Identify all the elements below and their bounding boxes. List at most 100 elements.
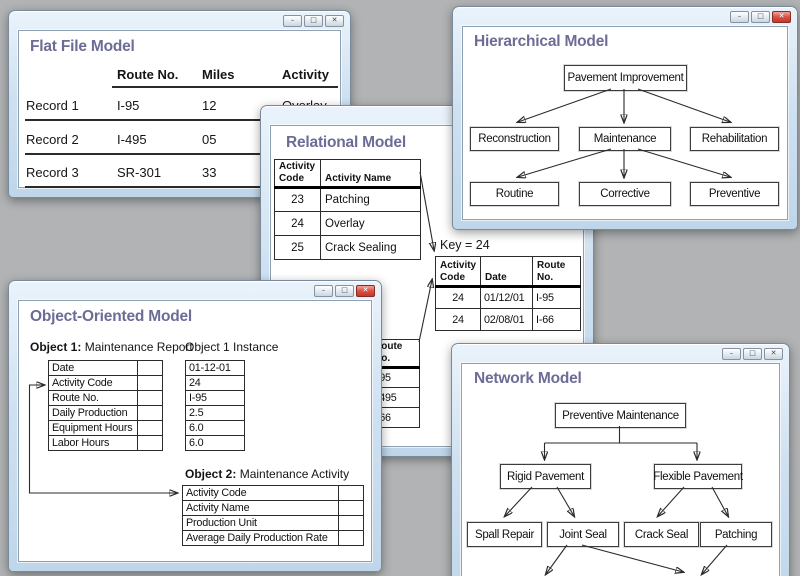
- window-hierarchical-model: – □ ✕ Hierarchical Model Pavement Improv…: [452, 6, 798, 230]
- empty-cell: [137, 405, 163, 421]
- field: Average Daily Production Rate: [182, 530, 339, 546]
- activity-table-header: Activity Name: [320, 159, 421, 189]
- close-icon[interactable]: ✕: [764, 348, 783, 360]
- node-rehabilitation: Rehabilitation: [690, 127, 779, 151]
- record-label: Record 3: [26, 165, 79, 180]
- hierarchical-content: Hierarchical Model Pavement Improvement …: [462, 26, 788, 220]
- cell-miles: 05: [202, 132, 217, 147]
- window-flat-file-model: – □ ✕ Flat File Model Route No. Miles Ac…: [8, 10, 351, 198]
- record-label: Record 1: [26, 98, 79, 113]
- maximize-icon[interactable]: □: [743, 348, 762, 360]
- maximize-icon[interactable]: □: [751, 11, 770, 23]
- node-crack-seal: Crack Seal: [624, 522, 699, 547]
- close-icon[interactable]: ✕: [772, 11, 791, 23]
- key-table-header: Activity Code: [435, 256, 481, 288]
- network-content: Network Model Preventive Maintenance Rig…: [461, 363, 780, 576]
- field: Labor Hours: [48, 435, 138, 451]
- cell: I-66: [532, 308, 581, 331]
- cell: Patching: [320, 187, 421, 212]
- cell-route: SR-301: [117, 165, 162, 180]
- node-corrective: Corrective: [579, 182, 671, 206]
- cell-miles: 33: [202, 165, 217, 180]
- cell: 02/08/01: [480, 308, 533, 331]
- empty-cell: [137, 420, 163, 436]
- key-label: Key = 24: [440, 238, 490, 252]
- cell-route: I-95: [117, 98, 140, 113]
- minimize-icon[interactable]: –: [730, 11, 749, 23]
- close-icon[interactable]: ✕: [356, 285, 375, 297]
- maximize-icon[interactable]: □: [335, 285, 354, 297]
- cell: 01/12/01: [480, 286, 533, 309]
- object1-table: Date Activity Code Route No. Daily Produ…: [48, 360, 163, 451]
- instance-table: 01-12-01 24 I-95 2.5 6.0 6.0: [185, 360, 245, 451]
- cell-route: I-495: [117, 132, 147, 147]
- key-table-header: Route No.: [532, 256, 581, 288]
- cell: 24: [435, 308, 481, 331]
- minimize-icon[interactable]: –: [722, 348, 741, 360]
- column-header-miles: Miles: [202, 67, 235, 82]
- object1-label-bold: Object 1:: [30, 340, 82, 354]
- node-rigid-pavement: Rigid Pavement: [500, 464, 591, 489]
- field: Activity Name: [182, 500, 339, 516]
- node-joint-seal: Joint Seal: [547, 522, 619, 547]
- header-underline: [112, 86, 338, 88]
- field: Date: [48, 360, 138, 376]
- hierarchical-titlebar[interactable]: – □ ✕: [453, 7, 797, 26]
- node-patching: Patching: [700, 522, 772, 547]
- cell: Overlay: [320, 211, 421, 236]
- value: I-95: [185, 390, 245, 406]
- node-maintenance: Maintenance: [579, 127, 671, 151]
- close-icon[interactable]: ✕: [325, 15, 344, 27]
- minimize-icon[interactable]: –: [314, 285, 333, 297]
- cell-miles: 12: [202, 98, 217, 113]
- empty-cell: [137, 375, 163, 391]
- column-header-activity: Activity: [282, 67, 329, 82]
- hierarchical-title: Hierarchical Model: [474, 33, 609, 50]
- instance-label: Object 1 Instance: [185, 340, 279, 354]
- network-title: Network Model: [474, 370, 582, 387]
- maximize-icon[interactable]: □: [304, 15, 323, 27]
- row-divider: [25, 119, 338, 121]
- key-table: Activity Code Date Route No. 24 01/12/01…: [435, 256, 581, 331]
- flat-file-content: Flat File Model Route No. Miles Activity…: [18, 30, 341, 188]
- empty-cell: [338, 530, 364, 546]
- field: Daily Production: [48, 405, 138, 421]
- field: Activity Code: [48, 375, 138, 391]
- node-reconstruction: Reconstruction: [470, 127, 559, 151]
- key-table-header: Date: [480, 256, 533, 288]
- node-spall-repair: Spall Repair: [467, 522, 542, 547]
- flat-file-titlebar[interactable]: – □ ✕: [9, 11, 350, 30]
- value: 24: [185, 375, 245, 391]
- minimize-icon[interactable]: –: [283, 15, 302, 27]
- empty-cell: [338, 485, 364, 501]
- object2-label: Object 2: Maintenance Activity: [185, 467, 349, 481]
- field: Production Unit: [182, 515, 339, 531]
- object2-table: Activity Code Activity Name Production U…: [182, 485, 364, 546]
- value: 2.5: [185, 405, 245, 421]
- empty-cell: [137, 435, 163, 451]
- object1-label-rest: Maintenance Report: [81, 340, 193, 354]
- empty-cell: [338, 515, 364, 531]
- object-oriented-titlebar[interactable]: – □ ✕: [9, 281, 381, 300]
- value: 01-12-01: [185, 360, 245, 376]
- activity-table-header: Activity Code: [274, 159, 321, 189]
- node-routine: Routine: [470, 182, 559, 206]
- network-titlebar[interactable]: – □ ✕: [452, 344, 789, 363]
- object2-label-rest: Maintenance Activity: [236, 467, 350, 481]
- cell: 24: [274, 211, 321, 236]
- empty-cell: [338, 500, 364, 516]
- object2-label-bold: Object 2:: [185, 467, 237, 481]
- column-header-route: Route No.: [117, 67, 179, 82]
- field: Equipment Hours: [48, 420, 138, 436]
- relational-title: Relational Model: [286, 134, 406, 151]
- record-label: Record 2: [26, 132, 79, 147]
- row-divider: [25, 153, 338, 155]
- node-preventive: Preventive: [690, 182, 779, 206]
- cell: I-95: [532, 286, 581, 309]
- object-oriented-title: Object-Oriented Model: [30, 308, 193, 325]
- empty-cell: [137, 390, 163, 406]
- field: Activity Code: [182, 485, 339, 501]
- row-divider: [25, 186, 338, 188]
